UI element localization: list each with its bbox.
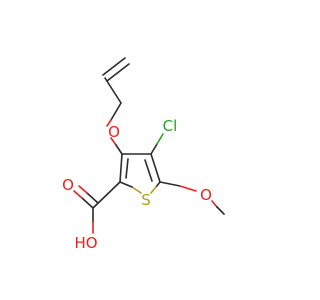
structure-diagram: O Cl O S O HO: [62, 57, 225, 252]
bond-c2-c3-inner: [125, 158, 129, 179]
bond-allyl-middle: [104, 77, 122, 104]
bond-c4-cl-green: [156, 133, 164, 145]
bond-c5-s: [155, 181, 161, 188]
bond-c4-c5: [150, 153, 161, 183]
bond-ch2-o: [110, 102, 122, 121]
atom-oxygen-carbonyl: O: [62, 176, 74, 194]
bond-ch2-o-red: [106, 119, 112, 127]
bond-s-c2: [119, 181, 133, 188]
bond-c5-o: [159, 181, 181, 187]
bond-c-o-double-b-red: [78, 185, 88, 194]
bond-c-o-double-a-red: [73, 190, 83, 199]
atom-oxygen-methoxy: O: [200, 186, 212, 204]
bond-o-c3: [115, 144, 123, 155]
bonds: [73, 57, 225, 234]
bond-c-o-double-b: [86, 192, 99, 204]
bond-c2-c3: [119, 153, 123, 183]
atom-labels: O Cl O S O HO: [62, 117, 212, 252]
bond-allyl-terminal-double-b: [106, 63, 130, 82]
atom-sulfur: S: [141, 191, 151, 209]
bond-c5-s-yellow: [150, 186, 157, 194]
bond-c5-o-red: [179, 185, 197, 192]
bond-o-ch3-red: [211, 200, 218, 208]
bond-c2-cooh: [92, 181, 121, 209]
atom-oxygen-ether: O: [108, 123, 120, 141]
bond-o-c3-red: [110, 137, 117, 146]
bond-o-ch3: [216, 206, 225, 215]
atom-hydroxyl: HO: [74, 234, 97, 252]
bond-c4-cl: [150, 143, 158, 155]
atom-chlorine: Cl: [163, 117, 178, 135]
bond-allyl-terminal-double-a: [102, 57, 126, 76]
bond-c4-c5-inner: [144, 159, 153, 182]
bond-s-c2-yellow: [131, 186, 142, 194]
bond-c-o-double-a: [81, 197, 94, 209]
